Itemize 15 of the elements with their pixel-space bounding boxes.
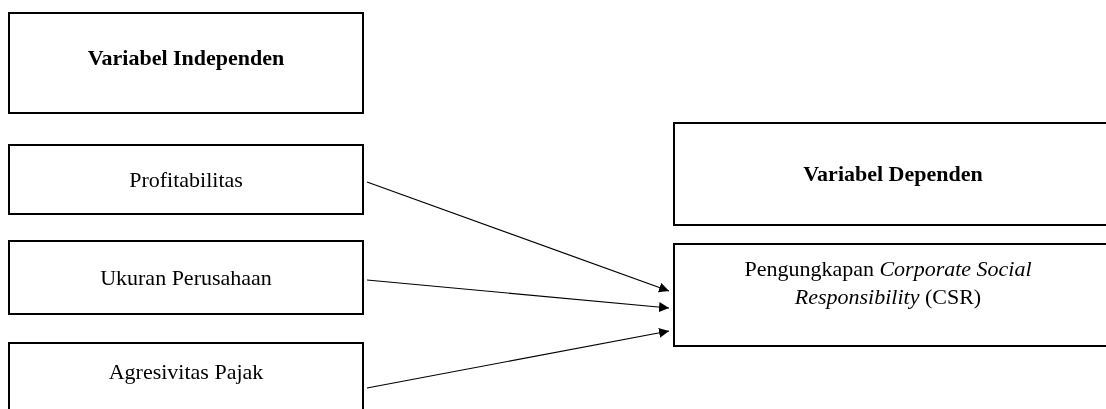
- variable-box: [673, 243, 1106, 347]
- heading-text: Variabel Dependen: [802, 160, 984, 188]
- variable-label: Agresivitas Pajak: [107, 358, 265, 386]
- variable-box: [8, 240, 364, 315]
- arrow: [366, 181, 670, 293]
- arrow: [366, 327, 670, 389]
- heading-text: Variabel Independen: [86, 44, 286, 72]
- heading-box: [8, 12, 364, 114]
- variable-label: Profitabilitas: [128, 165, 244, 194]
- variable-label: Ukuran Perusahaan: [99, 263, 273, 292]
- variable-box: [8, 342, 364, 409]
- heading-box: [673, 122, 1106, 226]
- variable-box: [8, 144, 364, 215]
- arrow: [366, 279, 670, 313]
- variable-label: Pengungkapan Corporate Social Responsibility (CSR): [743, 255, 1033, 311]
